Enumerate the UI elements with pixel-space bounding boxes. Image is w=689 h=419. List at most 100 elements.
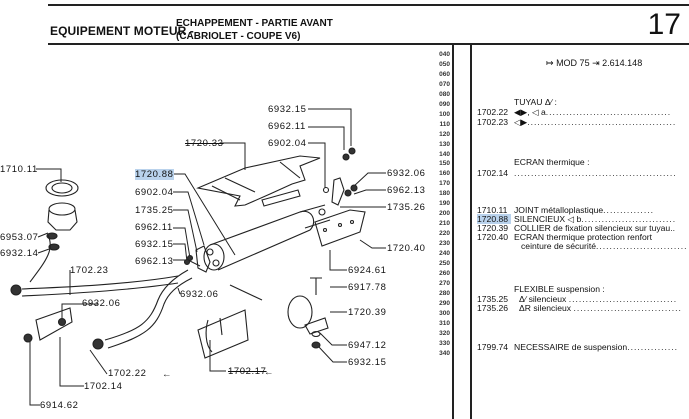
part-callout-6932-06[interactable]: 6932.06 (180, 289, 219, 300)
assembly-arrow (229, 284, 263, 301)
front-pipe-1702-23 (10, 234, 179, 297)
grid-row-number: 310 (439, 319, 450, 327)
part-callout-1710-11[interactable]: 1710.11 (0, 164, 38, 175)
joint-ring-part (45, 179, 79, 197)
part-ref: 1702.14 (477, 168, 509, 178)
catalog-item-continuation: ceinture de sécurité....................… (521, 241, 687, 251)
grid-row-number: 160 (439, 170, 450, 178)
part-callout-1720-33[interactable]: 1720.33 (185, 138, 224, 149)
heat-shield-1720-33 (196, 155, 321, 207)
part-desc: ◀▶, ◁ a (514, 107, 546, 117)
grid-column-divider-right (470, 43, 472, 419)
grid-row-number: 100 (439, 110, 450, 118)
part-callout-6932-06[interactable]: 6932.06 (387, 168, 426, 179)
leader-dots: ............... (603, 205, 654, 215)
group-title-tuyau: TUYAU Δ∕ : (514, 97, 557, 107)
part-desc: ◁▶ (514, 117, 528, 127)
subtitle-line-1: ECHAPPEMENT - PARTIE AVANT (176, 18, 333, 29)
part-ref: 1799.74 (477, 342, 509, 352)
part-callout-1720-88[interactable]: 1720.88 (135, 169, 174, 180)
grid-row-number: 130 (439, 140, 450, 148)
grid-row-number: 090 (439, 100, 450, 108)
manifold-flange-part (46, 202, 78, 251)
grid-row-number: 180 (439, 190, 450, 198)
grid-row-number: 120 (439, 130, 450, 138)
catalog-item[interactable]: 1702.14.................................… (477, 168, 677, 178)
part-callout-1702-14[interactable]: 1702.14 (84, 381, 123, 392)
clamp-1720-39 (287, 277, 329, 349)
part-callout-6932-15[interactable]: 6932.15 (348, 357, 387, 368)
part-callout-6902-04[interactable]: 6902.04 (268, 138, 307, 149)
range-start-arrow-icon: ↦ (546, 58, 554, 68)
part-callout-1735-26[interactable]: 1735.26 (387, 202, 426, 213)
part-ref: 1702.23 (477, 117, 509, 127)
grid-row-number: 140 (439, 150, 450, 158)
part-callout-6932-15[interactable]: 6932.15 (268, 104, 307, 115)
part-callout-6924-61[interactable]: 6924.61 (348, 265, 387, 276)
catalog-item[interactable]: 1702.22 ◀▶, ◁ a..........................… (477, 107, 671, 117)
part-callout-6914-62[interactable]: 6914.62 (40, 400, 79, 411)
model-from: MOD 75 (556, 58, 590, 68)
part-callout-6962-11[interactable]: 6962.11 (135, 222, 173, 233)
part-ref: 1735.25 (477, 294, 509, 304)
part-callout-6962-13[interactable]: 6962.13 (387, 185, 426, 196)
suspension-bracket-1735-26 (322, 147, 358, 206)
part-callout-1735-25[interactable]: 1735.25 (135, 205, 174, 216)
part-callout-1702-23[interactable]: 1702.23 (70, 265, 109, 276)
model-range: ↦ MOD 75 ⇥ 2.614.148 (546, 58, 642, 68)
part-callout-6932-06[interactable]: 6932.06 (82, 298, 121, 309)
part-callout-1702-17[interactable]: 1702.17 (228, 366, 267, 377)
page-number: 17 (647, 8, 681, 41)
grid-row-number: 330 (439, 339, 450, 347)
grid-row-number: 260 (439, 269, 450, 277)
grid-row-number: 270 (439, 279, 450, 287)
grid-row-number: 240 (439, 250, 450, 257)
range-end-arrow-icon: ⇥ (592, 58, 600, 68)
grid-row-number: 290 (439, 299, 450, 307)
grid-row-number: 300 (439, 309, 450, 317)
catalog-item[interactable]: 1702.23 ◁▶...............................… (477, 117, 676, 127)
grid-row-number: 280 (439, 289, 450, 297)
direction-arrow-icon: ← (264, 367, 275, 378)
part-desc: ceinture de sécurité (521, 241, 596, 251)
part-desc: JOINT métalloplastique (514, 205, 604, 215)
part-callout-6962-11[interactable]: 6962.11 (268, 121, 306, 132)
part-callout-6932-14[interactable]: 6932.14 (0, 248, 39, 259)
part-callout-6947-12[interactable]: 6947.12 (348, 340, 387, 351)
part-callout-6953-07[interactable]: 6953.07 (0, 232, 39, 243)
leader-dots: ..................................... (545, 107, 672, 117)
subtitle-line-2: (CABRIOLET - COUPE V6) (176, 31, 301, 42)
grid-row-number: 210 (439, 220, 450, 228)
part-callout-6962-13[interactable]: 6962.13 (135, 256, 174, 267)
header-bottom-rule (48, 43, 689, 45)
part-callout-6932-15[interactable]: 6932.15 (135, 239, 174, 250)
suspension-bracket-1735-25 (183, 245, 211, 273)
part-callout-6902-04[interactable]: 6902.04 (135, 187, 174, 198)
part-callout-1720-39[interactable]: 1720.39 (348, 307, 387, 318)
leader-dots: ............................ (581, 214, 677, 224)
grid-row-number: 080 (439, 90, 450, 98)
part-ref: 1720.40 (477, 232, 509, 242)
grid-row-number: 320 (439, 329, 450, 337)
grid-row-number: 050 (439, 60, 450, 68)
grid-row-number: 070 (439, 80, 450, 88)
part-desc: Δ∕ silencieux (519, 294, 567, 304)
grid-row-number: 340 (439, 349, 450, 357)
part-callout-6917-78[interactable]: 6917.78 (348, 282, 387, 293)
part-callout-1720-40[interactable]: 1720.40 (387, 243, 426, 254)
silencer-1720-88 (203, 204, 331, 271)
part-desc: SILENCIEUX ◁ b (514, 214, 582, 224)
part-ref: 1702.22 (477, 107, 509, 117)
leader-dots: ........................................… (527, 117, 677, 127)
heat-shield-1720-40 (314, 209, 366, 247)
part-ref: 1720.88 (477, 214, 511, 224)
part-callout-1702-22[interactable]: 1702.22 (108, 368, 147, 379)
grid-row-number: 220 (439, 230, 450, 238)
